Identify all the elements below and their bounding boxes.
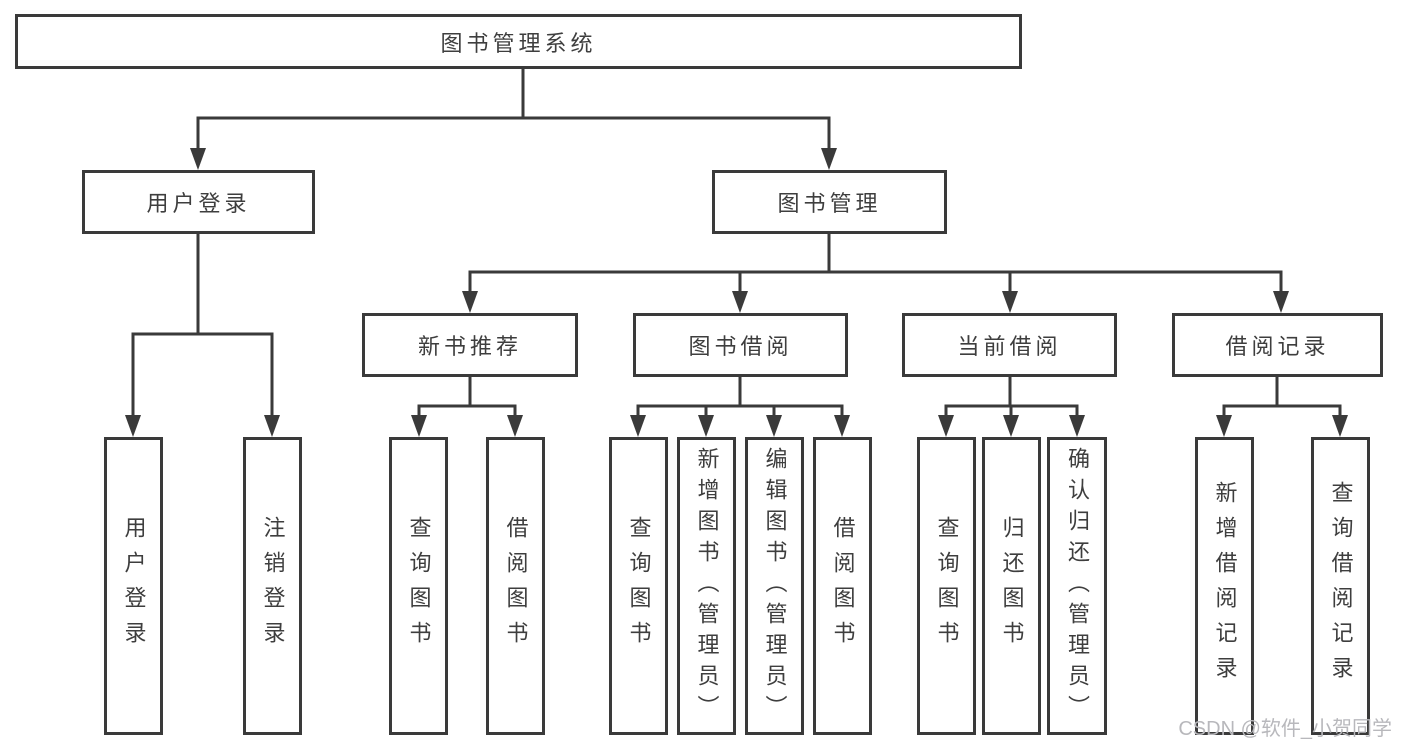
connector-user-login-branch — [125, 234, 280, 437]
leaf-label: 确认归还（管理员） — [1065, 447, 1090, 726]
connector-borrowing-records-branch — [1216, 377, 1348, 437]
node-label: 借阅记录 — [1225, 334, 1330, 359]
connector-book-borrowing-branch — [630, 377, 850, 437]
leaf-add-borrow-record: 新增借阅记录 — [1195, 437, 1254, 735]
leaf-query-books-borrowing: 查询图书 — [609, 437, 668, 735]
leaf-label: 新增借阅记录 — [1212, 481, 1238, 691]
node-library-management-system: 图书管理系统 — [15, 14, 1022, 69]
node-label: 当前借阅 — [957, 334, 1062, 359]
leaf-label: 查询图书 — [626, 516, 652, 656]
leaf-edit-books-admin: 编辑图书（管理员） — [745, 437, 804, 735]
connector-root-to-level2 — [190, 69, 837, 170]
node-label: 图书借阅 — [688, 334, 793, 359]
leaf-user-login: 用户登录 — [104, 437, 163, 735]
leaf-label: 查询借阅记录 — [1328, 481, 1354, 691]
leaf-label: 查询图书 — [406, 516, 432, 656]
leaf-label: 归还图书 — [999, 516, 1025, 656]
node-book-borrowing: 图书借阅 — [633, 313, 848, 377]
node-label: 图书管理系统 — [440, 30, 597, 56]
leaf-label: 用户登录 — [121, 516, 147, 656]
leaf-query-borrow-record: 查询借阅记录 — [1311, 437, 1370, 735]
leaf-query-books-recommend: 查询图书 — [389, 437, 448, 735]
leaf-borrow-books-borrowing: 借阅图书 — [813, 437, 872, 735]
node-user-login: 用户登录 — [82, 170, 315, 234]
node-book-management: 图书管理 — [712, 170, 947, 234]
leaf-confirm-return-admin: 确认归还（管理员） — [1047, 437, 1107, 735]
leaf-borrow-books-recommend: 借阅图书 — [486, 437, 545, 735]
leaf-label: 借阅图书 — [830, 516, 856, 656]
node-new-book-recommendation: 新书推荐 — [362, 313, 578, 377]
connector-new-book-recommendation-branch — [411, 377, 523, 437]
leaf-add-books-admin: 新增图书（管理员） — [677, 437, 736, 735]
leaf-logout: 注销登录 — [243, 437, 302, 735]
node-label: 用户登录 — [146, 191, 251, 216]
csdn-watermark: CSDN @软件_小贺同学 — [1178, 718, 1392, 740]
leaf-label: 查询图书 — [934, 516, 960, 656]
leaf-label: 借阅图书 — [503, 516, 529, 656]
node-current-borrowing: 当前借阅 — [902, 313, 1117, 377]
leaf-return-books: 归还图书 — [982, 437, 1041, 735]
connector-book-management-branch — [462, 234, 1289, 313]
leaf-query-books-current: 查询图书 — [917, 437, 976, 735]
leaf-label: 新增图书（管理员） — [694, 447, 720, 726]
node-borrowing-records: 借阅记录 — [1172, 313, 1383, 377]
leaf-label: 编辑图书（管理员） — [762, 447, 788, 726]
node-label: 图书管理 — [777, 191, 882, 216]
connector-current-borrowing-branch — [938, 377, 1085, 437]
leaf-label: 注销登录 — [260, 516, 286, 656]
node-label: 新书推荐 — [417, 334, 522, 359]
